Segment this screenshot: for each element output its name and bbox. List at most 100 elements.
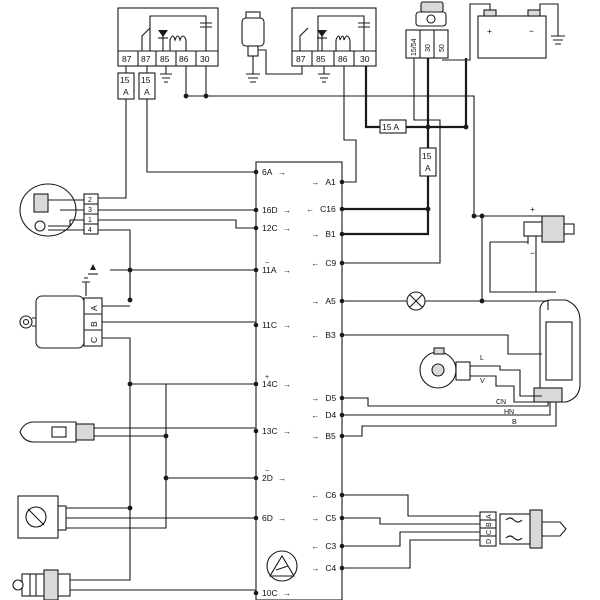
relay-left-pin-4: 86 [179, 54, 189, 64]
ecu-left-pin-label: 11C [262, 320, 277, 330]
ecu-right-pins: A1→C16←B1→C9←A5→B3←D5→D4←B5→C6←C5→C3←C4→ [306, 177, 345, 573]
throttle-sensor [17, 495, 67, 539]
ecu-right-pin-label: A1 [325, 177, 336, 187]
relay-left-pin-2: 87 [141, 54, 151, 64]
map-sensor: A B C [19, 264, 103, 349]
ecu-left-pin-label: 16D [262, 205, 278, 215]
wire-label-cn: CN [496, 399, 506, 406]
idle-pin-a: A [486, 514, 493, 519]
connector-pin-2: 2 [88, 197, 92, 204]
wire-junction [183, 93, 189, 99]
temperature-sensor [19, 421, 95, 443]
ecu-right-pin-arrow: → [311, 432, 319, 441]
ecu-right-pin-label: C3 [325, 541, 336, 551]
fuse-2-unit: A [144, 87, 150, 97]
ecu-left-pin-label: 11A [262, 265, 277, 275]
ignition-pin-50: 50 [439, 44, 446, 52]
ecu-pin-polarity-marker: − [265, 468, 269, 475]
ecu-left-pin: 13C → [253, 426, 291, 436]
idle-valve: A B C D [479, 509, 567, 549]
fuse-2-rating: 15 [141, 75, 151, 85]
relay-right-pin-1: 87 [296, 54, 306, 64]
fuse-2: 15 A [138, 72, 156, 100]
connector-pin-1: 1 [88, 217, 92, 224]
ecu-right-pin-arrow: → [311, 514, 319, 523]
wire-label-b: B [512, 419, 517, 426]
ecu-left-pin-arrow: → [283, 380, 291, 389]
ecu-left-pin: 11C → [253, 320, 291, 330]
relay-right-pin-4: 30 [360, 54, 370, 64]
ecu-right-pin-arrow: ← [311, 491, 319, 500]
ecu-left-pin-label: 2D [262, 473, 273, 483]
relay-right-pin-3: 86 [338, 54, 348, 64]
ecu-right-pin-label: C4 [325, 563, 336, 573]
ecu-right-pin-label: B5 [325, 431, 336, 441]
idle-pin-b: B [486, 522, 493, 527]
idle-pin-c: C [486, 530, 493, 535]
ecu-left-pin-arrow: → [278, 514, 286, 523]
oxygen-sensor [12, 569, 71, 600]
coil-minus: − [530, 248, 535, 258]
ignition-pin-15-54: 15/54 [411, 38, 418, 56]
ecu-right-pin-arrow: ← [311, 331, 319, 340]
ecu-right-pin-arrow: ← [306, 205, 314, 214]
wire-junction [479, 298, 485, 304]
warning-lamp [406, 291, 426, 311]
battery-minus-label: − [529, 26, 534, 36]
ignition-coil: + − [523, 204, 575, 258]
wire-junction [127, 297, 133, 303]
idle-pin-d: D [486, 539, 493, 544]
battery: + − [442, 3, 565, 61]
ecu-right-pin-label: A5 [325, 296, 336, 306]
map-pin-a: A [89, 305, 99, 311]
ecu-left-pin-label: 13C [262, 426, 278, 436]
connector-pin-4: 4 [88, 227, 92, 234]
relay-left-pin-1: 87 [122, 54, 132, 64]
ignition-pin-30: 30 [425, 44, 432, 52]
fuse-3-rating: 15 A [382, 122, 399, 132]
wire-label-l: L [480, 355, 484, 362]
connector-pin-3: 3 [88, 207, 92, 214]
ignition-switch: 15/54 30 50 [405, 1, 449, 59]
ecu-left-pin-arrow: → [278, 168, 286, 177]
ecu-right-pin-arrow: ← [311, 411, 319, 420]
warning-triangle-icon [266, 550, 298, 582]
ecu-left-pin: 10C→ [253, 588, 291, 598]
ecu-left-pin-label: 10C [262, 588, 278, 598]
ecu-left-pin-label: 12C [262, 223, 278, 233]
coil-plus: + [530, 204, 535, 214]
wire-junction [163, 433, 169, 439]
ecu-right-pin-label: B1 [325, 229, 336, 239]
wire-junction [127, 381, 133, 387]
wire-junction [425, 124, 431, 130]
relay-left-pin-3: 85 [160, 54, 170, 64]
wire-junction [471, 213, 477, 219]
ecu-left-pin-arrow: → [283, 427, 291, 436]
ecu-right-pin-arrow: → [311, 230, 319, 239]
ecu-pin-polarity-marker: − [265, 260, 269, 267]
wire-junction [479, 213, 485, 219]
fuse-4-rating: 15 [422, 151, 432, 161]
ecu-right-pin-arrow: → [311, 394, 319, 403]
ecu-left-pin-arrow: → [283, 321, 291, 330]
ecu-left-pin-label: 6D [262, 513, 273, 523]
map-pin-c: C [89, 337, 99, 343]
wire-junction [463, 124, 469, 130]
ecu-right-pin-arrow: ← [311, 259, 319, 268]
ecu-left-pin-arrow: → [283, 266, 291, 275]
wire-junction [127, 267, 133, 273]
relay-left: 87 87 85 86 30 [117, 7, 219, 67]
ecu-right-pin-label: D4 [325, 410, 336, 420]
wire-junction [163, 475, 169, 481]
ecu-right-pin-label: C16 [320, 204, 336, 214]
ecu-left-pin-label: 6A [262, 167, 273, 177]
relay-right-pin-2: 85 [316, 54, 326, 64]
fuse-1: 15 A [117, 72, 135, 100]
ecu-right-pin-arrow: ← [311, 542, 319, 551]
ecu-right-pin-arrow: → [311, 297, 319, 306]
wire-junction [425, 206, 431, 212]
wire-label-hn: HN [504, 409, 514, 416]
ecu-left-pin-arrow: → [283, 206, 291, 215]
ecu-left-pin-arrow: → [283, 224, 291, 233]
